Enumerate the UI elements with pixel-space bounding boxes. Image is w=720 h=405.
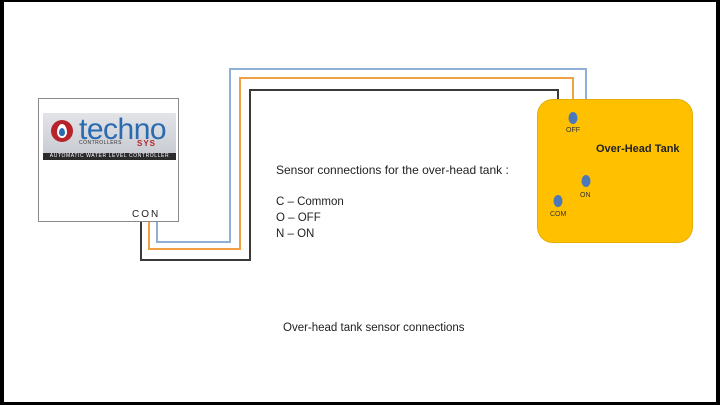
terminal-on-label: ON — [580, 192, 591, 199]
legend-item-common: C – Common — [276, 196, 344, 208]
tank-title: Over-Head Tank — [596, 143, 680, 155]
techno-sys-logo: techno CONTROLLERS SYS — [43, 113, 176, 153]
logo-subtext: CONTROLLERS — [79, 140, 123, 146]
terminal-com-label: COM — [550, 211, 567, 218]
logo-wordmark: techno — [79, 113, 167, 146]
logo-sys: SYS — [137, 139, 157, 148]
diagram-caption: Over-head tank sensor connections — [283, 322, 465, 334]
legend-item-on: N – ON — [276, 228, 315, 240]
legend-title: Sensor connections for the over-head tan… — [276, 163, 509, 177]
terminal-com — [553, 195, 563, 207]
water-drop-icon — [51, 120, 73, 142]
con-terminal-label: CON — [132, 209, 161, 220]
wire-on — [156, 68, 587, 243]
controller-band: AUTOMATIC WATER LEVEL CONTROLLER — [43, 153, 176, 160]
terminal-off-label: OFF — [566, 127, 580, 134]
terminal-on — [581, 175, 591, 187]
over-head-tank — [537, 99, 693, 243]
water-level-controller: techno CONTROLLERS SYS AUTOMATIC WATER L… — [38, 98, 179, 222]
legend-item-off: O – OFF — [276, 212, 321, 224]
terminal-off — [568, 112, 578, 124]
wire-off — [148, 77, 574, 250]
